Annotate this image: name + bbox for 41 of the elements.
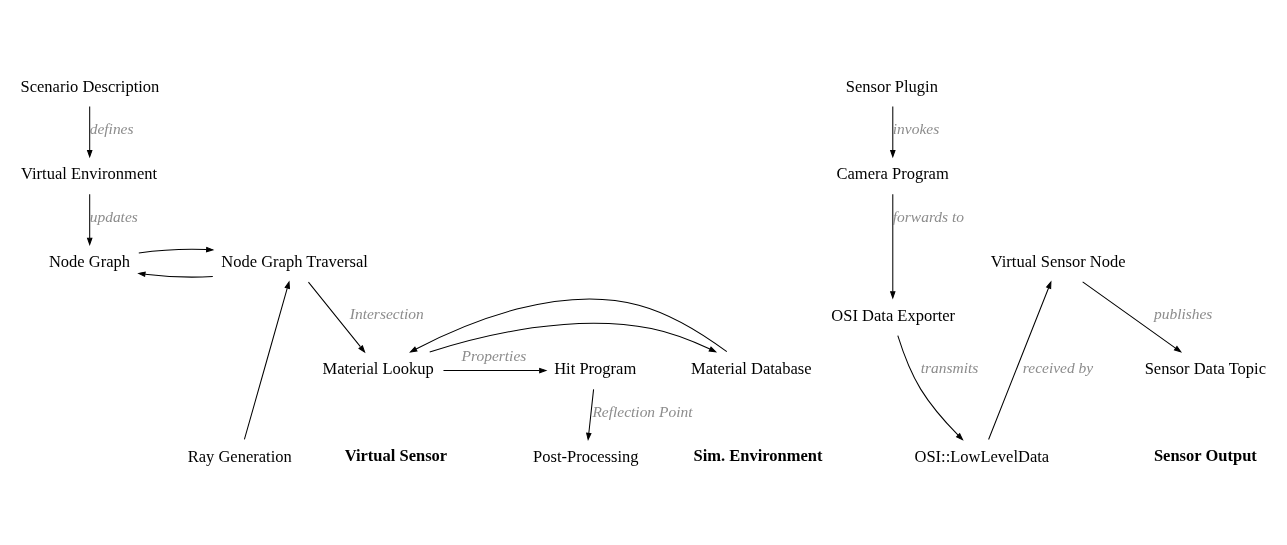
edge-label: publishes: [1153, 304, 1213, 322]
node-text: Sensor Data Topic: [1144, 358, 1267, 378]
node-text: OSI Data Exporter: [831, 305, 956, 325]
edge-label: Properties: [461, 346, 527, 364]
edge-label: defines: [89, 119, 134, 137]
node-text: OSI::LowLevelData: [914, 446, 1050, 466]
edge-label: Reflection Point: [592, 402, 693, 420]
node-text: Sensor Plugin: [845, 76, 938, 96]
label: Sensor Output: [1153, 445, 1257, 465]
label: Sim. Environment: [693, 445, 823, 465]
arrow: [137, 270, 214, 278]
edge-label: transmits: [920, 358, 979, 376]
arrow: [1082, 280, 1183, 353]
node-text: Scenario Description: [20, 76, 160, 96]
label: Virtual Sensor: [344, 445, 448, 465]
edge-label: received by: [1022, 358, 1094, 376]
node-text: Node Graph: [48, 251, 131, 271]
node-text: Post-Processing: [533, 446, 639, 466]
node-text: Material Lookup: [322, 358, 434, 378]
edge-label: Intersection: [349, 304, 424, 322]
arrow: [897, 334, 964, 441]
node-text: Ray Generation: [187, 446, 292, 466]
node-text: Virtual Sensor Node: [990, 251, 1126, 271]
arrow: [243, 280, 290, 440]
arrow: [585, 388, 595, 441]
arrow: [442, 367, 548, 373]
edge-label: updates: [89, 207, 138, 225]
node-text: Camera Program: [836, 163, 949, 183]
node-text: Node Graph Traversal: [221, 251, 368, 271]
arrow: [889, 105, 896, 158]
arrow: [889, 193, 896, 299]
arrow: [86, 193, 93, 246]
arrow: [138, 246, 215, 254]
arrow: [988, 280, 1052, 440]
node-text: Material Database: [690, 358, 812, 378]
arrow: [86, 105, 93, 158]
node-text: Virtual Environment: [21, 163, 158, 183]
arrow: [307, 281, 366, 353]
arrow: [429, 322, 718, 352]
arrow: [409, 298, 728, 353]
node-text: Hit Program: [554, 358, 637, 378]
